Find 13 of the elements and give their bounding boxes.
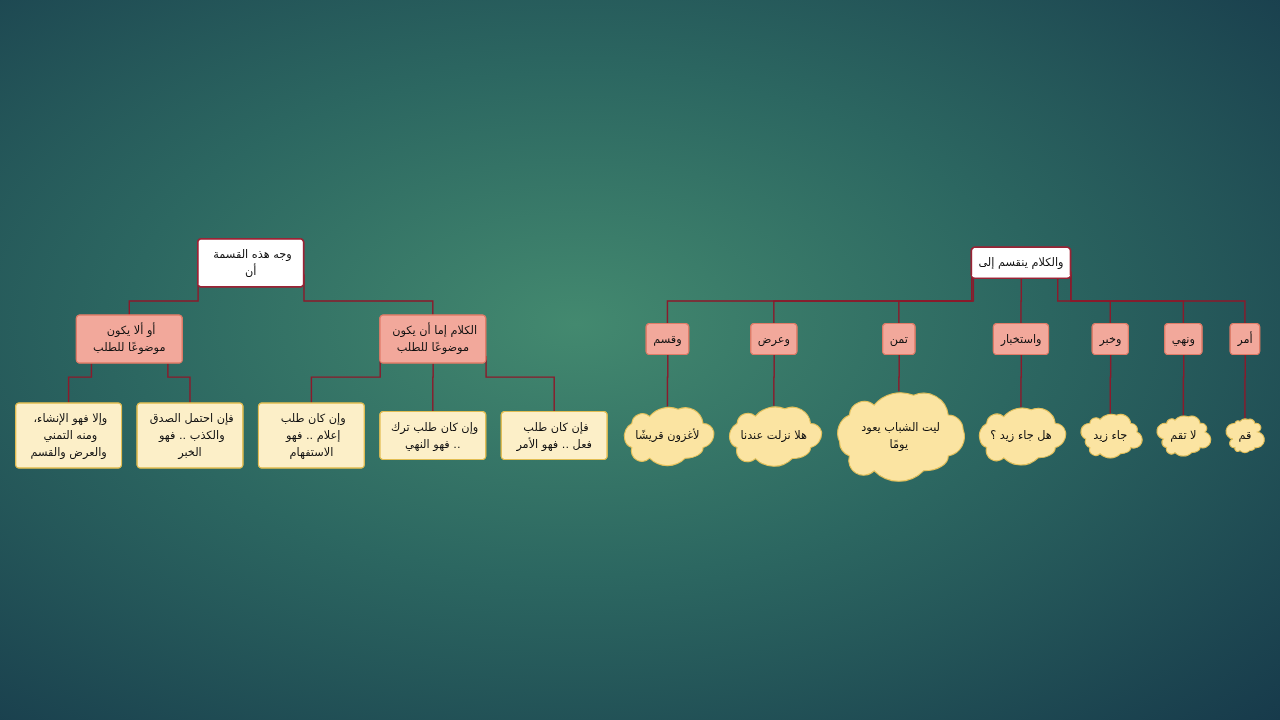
connector xyxy=(1057,278,1112,325)
connector xyxy=(1244,354,1246,420)
connector xyxy=(898,354,900,392)
connector xyxy=(1020,354,1022,408)
connector xyxy=(1020,278,1022,325)
connector xyxy=(666,354,669,408)
connector xyxy=(898,277,975,325)
connector xyxy=(67,362,93,405)
connector xyxy=(432,362,434,413)
connector xyxy=(167,362,192,405)
connector xyxy=(1109,354,1112,415)
connector xyxy=(1182,354,1185,417)
connector xyxy=(773,354,775,407)
